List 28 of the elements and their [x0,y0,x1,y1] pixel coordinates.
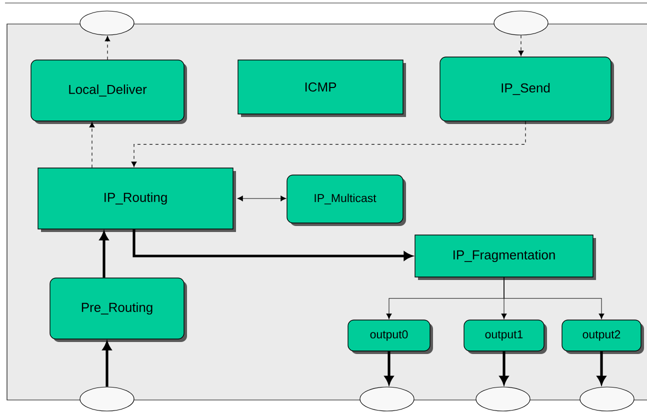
arrow [132,229,412,260]
arrow [597,351,606,384]
arrow [504,277,604,320]
module-box: IP_Multicast [286,174,406,226]
module-box: IP_Routing [38,168,236,232]
module-box: Local_Deliver [30,60,187,124]
module-box: output0 [348,320,433,354]
arrow [237,196,286,202]
port-ellipse [494,10,548,36]
module-box: IP_Send [440,56,614,124]
port-ellipse [476,386,530,412]
arrow [100,232,108,278]
module-box: IP_Fragmentation [414,234,596,280]
port-ellipse [580,386,634,412]
arrow [384,351,394,384]
port-ellipse [80,386,134,412]
module-box: ICMP [238,60,406,117]
arrow [500,351,508,384]
port-ellipse [360,386,414,412]
module-box: Pre_Routing [50,278,187,342]
module-box: output2 [562,320,644,354]
arrow [89,122,95,168]
arrow [518,35,524,56]
arrow [104,36,110,60]
arrow [102,342,112,387]
port-ellipse [80,10,134,36]
arrow [131,121,526,167]
module-box: output1 [464,320,547,354]
